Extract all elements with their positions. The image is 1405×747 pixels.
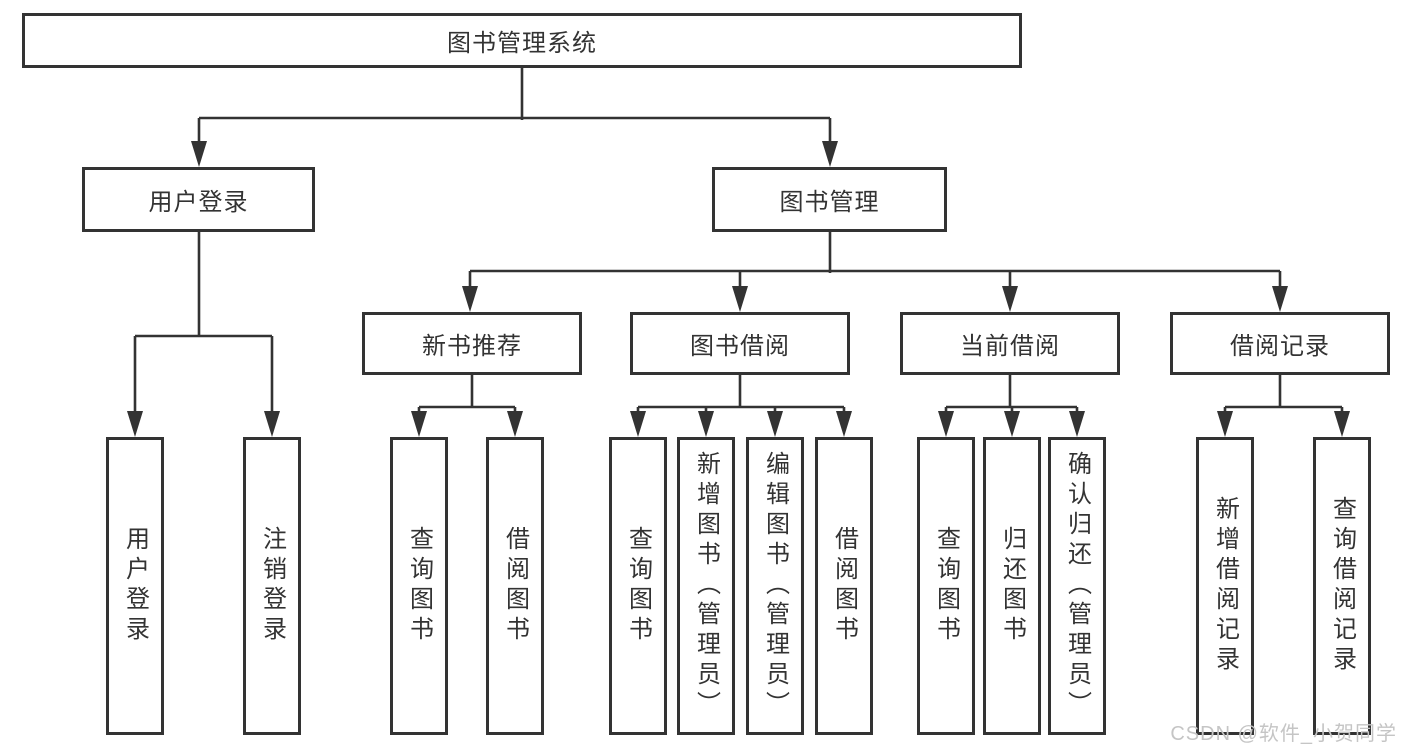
node-borrow-records-label: 借阅记录 <box>1230 333 1330 360</box>
node-leaf-query-books-borrow-label: 查询图书 <box>624 526 652 646</box>
node-leaf-query-borrow-record-label: 查询借阅记录 <box>1328 496 1356 676</box>
node-library-system-label: 图书管理系统 <box>447 30 597 57</box>
node-leaf-add-borrow-record: 新增借阅记录 <box>1196 437 1254 735</box>
node-book-borrowing-label: 图书借阅 <box>690 333 790 360</box>
node-leaf-borrow-books-rec-label: 借阅图书 <box>501 526 529 646</box>
node-new-book-recommend-label: 新书推荐 <box>422 333 522 360</box>
node-book-management: 图书管理 <box>712 167 947 232</box>
node-new-book-recommend: 新书推荐 <box>362 312 582 375</box>
node-current-borrowing-label: 当前借阅 <box>960 333 1060 360</box>
node-leaf-add-borrow-record-label: 新增借阅记录 <box>1211 496 1239 676</box>
node-leaf-query-books-current: 查询图书 <box>917 437 975 735</box>
node-leaf-return-books: 归还图书 <box>983 437 1041 735</box>
node-user-login: 用户登录 <box>82 167 315 232</box>
node-leaf-confirm-return-admin-label: 确认归还（管理员） <box>1063 451 1091 721</box>
node-leaf-query-books-rec-label: 查询图书 <box>405 526 433 646</box>
node-leaf-borrow-books: 借阅图书 <box>815 437 873 735</box>
node-leaf-borrow-books-label: 借阅图书 <box>830 526 858 646</box>
node-leaf-user-login-label: 用户登录 <box>121 526 149 646</box>
node-leaf-add-book-admin-label: 新增图书（管理员） <box>692 451 720 721</box>
node-leaf-confirm-return-admin: 确认归还（管理员） <box>1048 437 1106 735</box>
node-leaf-query-books-current-label: 查询图书 <box>932 526 960 646</box>
tree-edges <box>133 68 1344 414</box>
node-book-management-label: 图书管理 <box>779 189 880 216</box>
node-user-login-label: 用户登录 <box>148 189 249 216</box>
node-leaf-edit-book-admin-label: 编辑图书（管理员） <box>761 451 789 721</box>
node-leaf-return-books-label: 归还图书 <box>998 526 1026 646</box>
node-leaf-logout: 注销登录 <box>243 437 301 735</box>
node-borrow-records: 借阅记录 <box>1170 312 1390 375</box>
node-leaf-edit-book-admin: 编辑图书（管理员） <box>746 437 804 735</box>
node-book-borrowing: 图书借阅 <box>630 312 850 375</box>
node-library-system: 图书管理系统 <box>22 13 1022 68</box>
node-leaf-logout-label: 注销登录 <box>258 526 286 646</box>
node-leaf-query-books-borrow: 查询图书 <box>609 437 667 735</box>
node-leaf-query-borrow-record: 查询借阅记录 <box>1313 437 1371 735</box>
node-leaf-add-book-admin: 新增图书（管理员） <box>677 437 735 735</box>
node-leaf-user-login: 用户登录 <box>106 437 164 735</box>
arrow-heads <box>127 141 1350 437</box>
node-leaf-borrow-books-rec: 借阅图书 <box>486 437 544 735</box>
node-current-borrowing: 当前借阅 <box>900 312 1120 375</box>
node-leaf-query-books-rec: 查询图书 <box>390 437 448 735</box>
